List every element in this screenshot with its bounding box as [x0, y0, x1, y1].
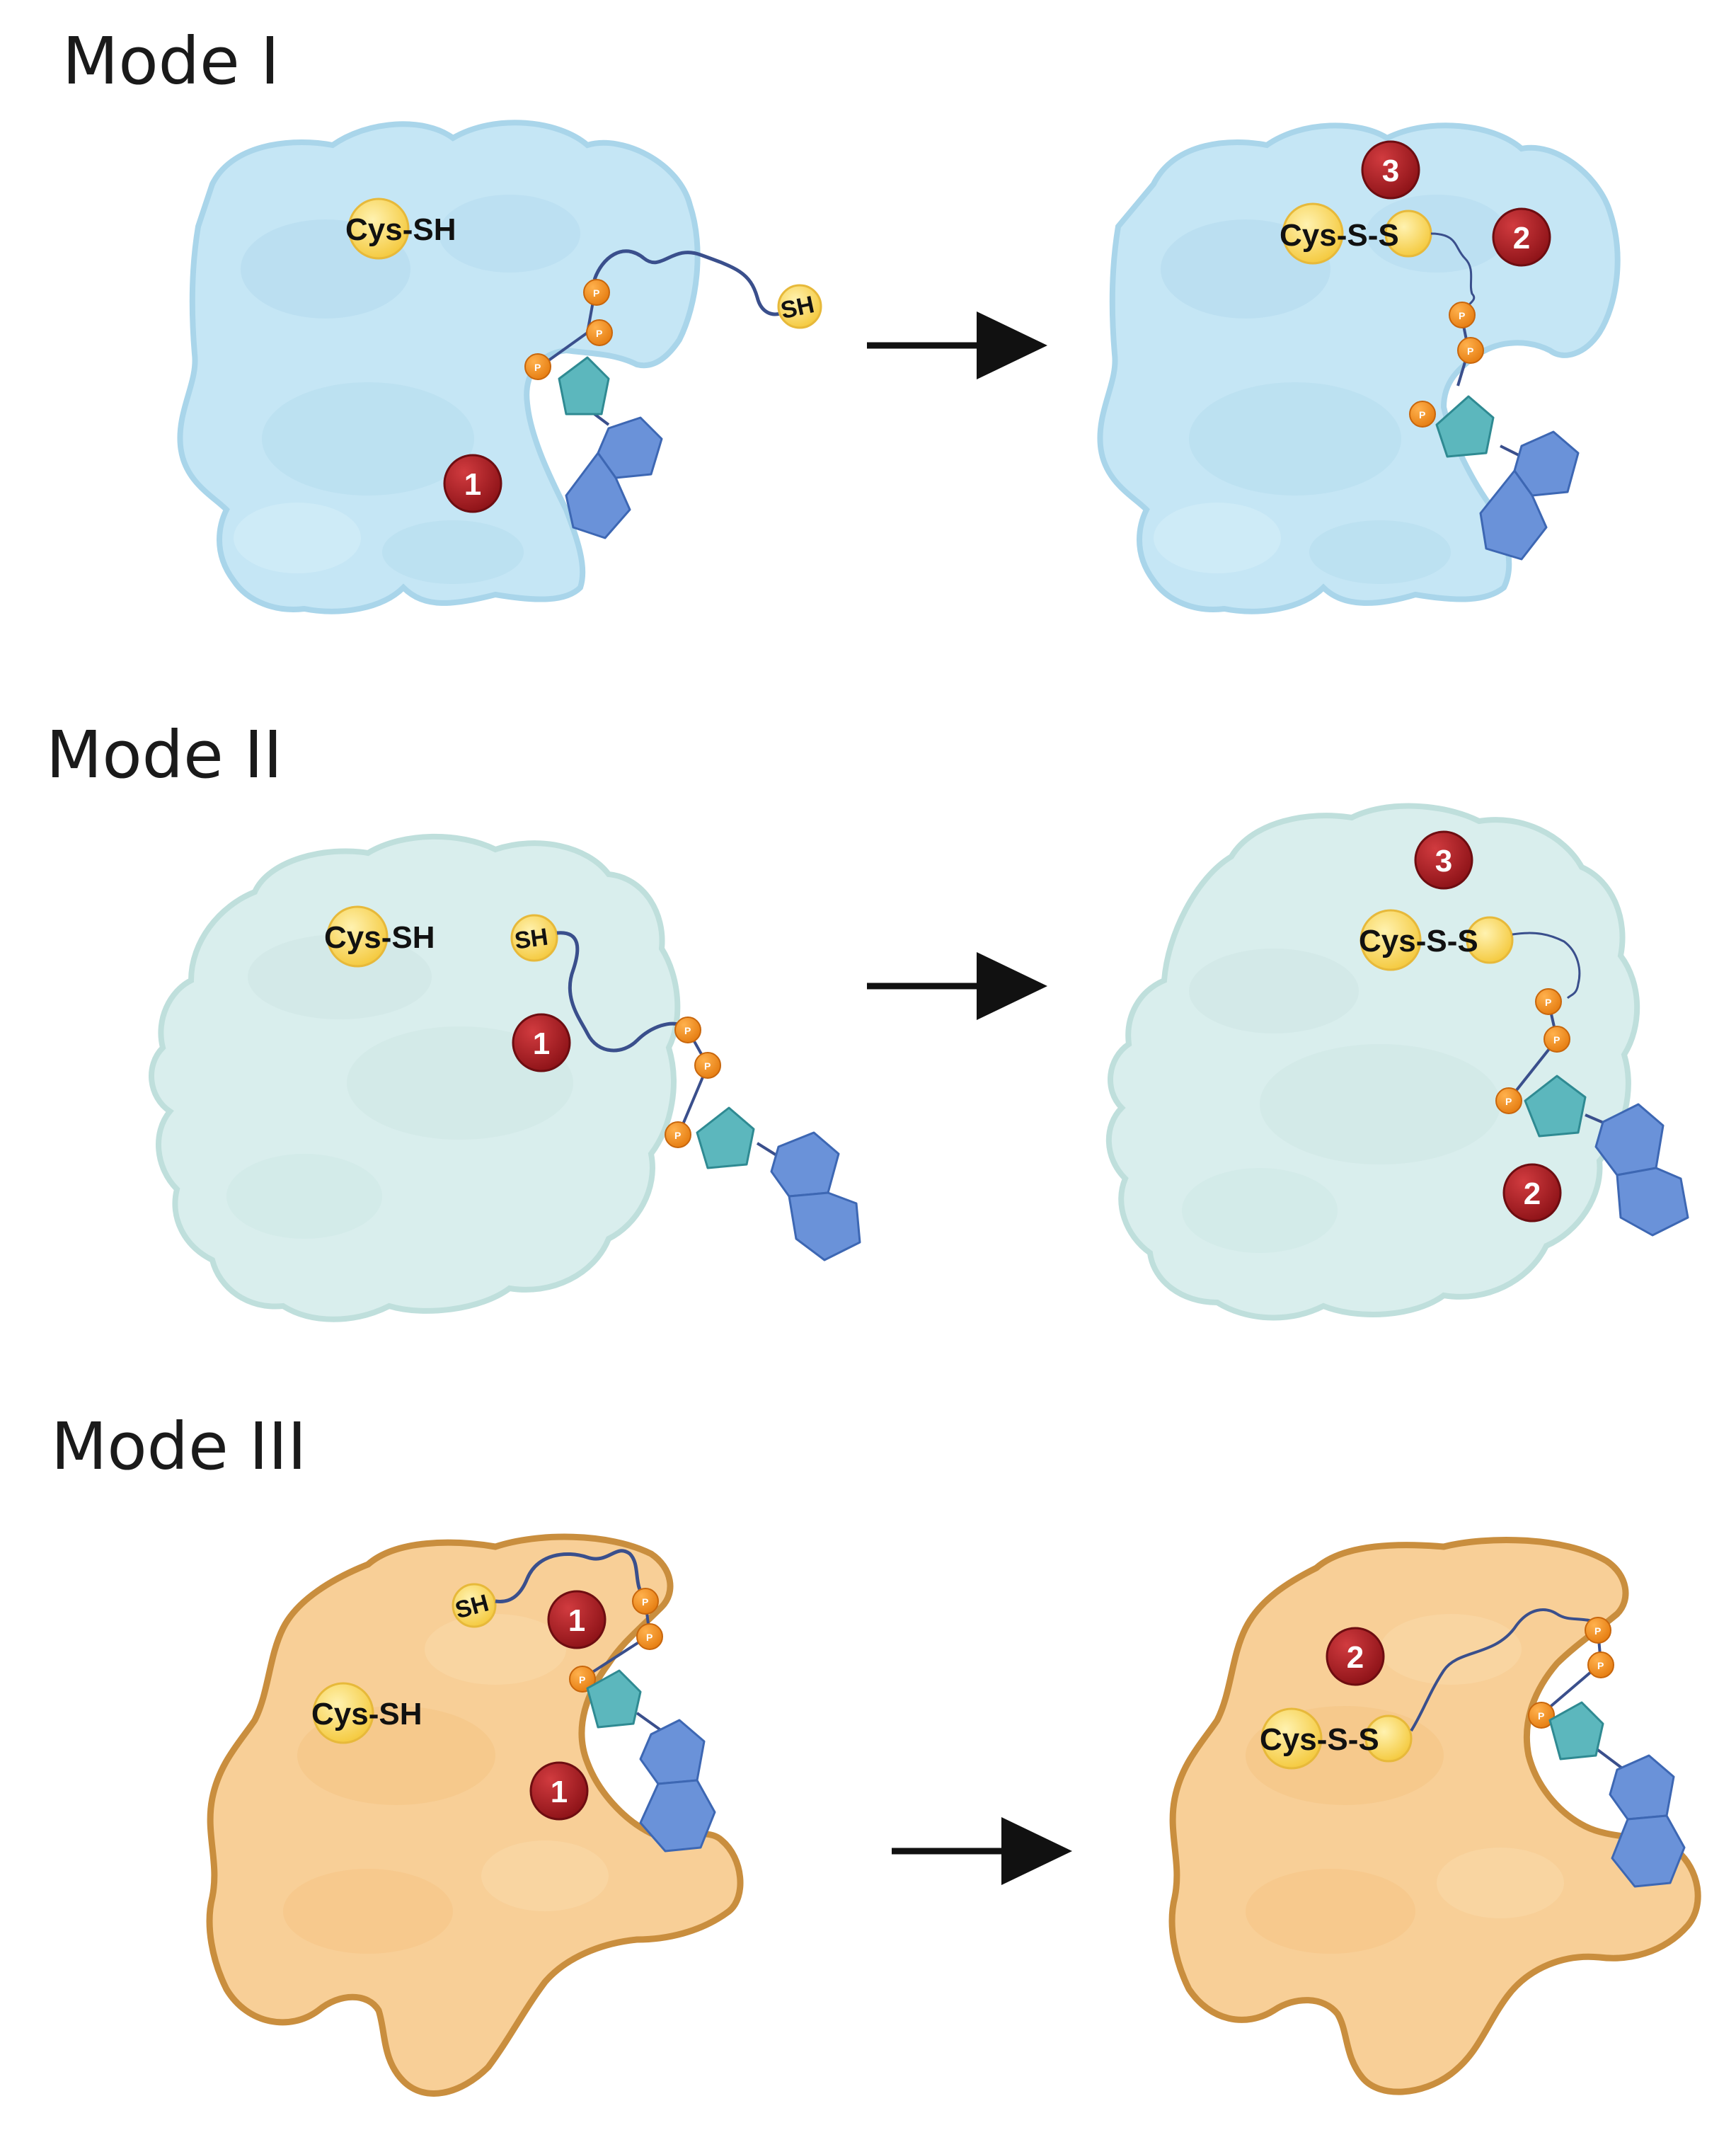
mode-1-after-linker — [1430, 232, 1476, 312]
svg-text:P: P — [596, 328, 602, 339]
svg-text:Cys-S-S: Cys-S-S — [1359, 924, 1478, 958]
svg-text:3: 3 — [1435, 844, 1452, 878]
mode-1-before-cys-sh: Cys-SH — [345, 197, 456, 260]
mode-2-after-protein — [1105, 803, 1640, 1321]
svg-text:P: P — [579, 1674, 585, 1685]
mode-2-before-linker — [556, 931, 684, 1053]
svg-text:1: 1 — [568, 1603, 585, 1638]
mode-2-after-step-marker-2: 2 — [1502, 1163, 1562, 1223]
svg-text:Cys-SH: Cys-SH — [324, 920, 435, 955]
mode-3-right-arrow-icon — [892, 1817, 1072, 1885]
mode-3-before-thiol: SH — [452, 1583, 497, 1628]
mode-1-after-cys-ss: Cys-S-S — [1280, 202, 1432, 265]
mode-2-before-nucleotide-icon: P P P — [665, 1017, 861, 1261]
svg-text:Cys-SH: Cys-SH — [311, 1697, 422, 1731]
svg-text:P: P — [684, 1025, 691, 1036]
mode-3-before-step-marker-1b: 1 — [529, 1761, 589, 1821]
svg-text:2: 2 — [1524, 1176, 1541, 1211]
mode-3-before-nucleotide-icon: P P P — [569, 1588, 716, 1853]
svg-text:Cys-SH: Cys-SH — [345, 212, 456, 247]
mode-3-after-protein — [1168, 1537, 1701, 2095]
svg-text:P: P — [646, 1632, 653, 1643]
svg-text:P: P — [1553, 1034, 1560, 1046]
svg-text:P: P — [674, 1130, 681, 1141]
svg-text:1: 1 — [464, 467, 481, 502]
svg-text:Cys-S-S: Cys-S-S — [1280, 218, 1399, 253]
mode-2-before-protein — [149, 833, 681, 1322]
mode-3-before-protein — [206, 1533, 744, 2097]
mode-2-after-cys-ss: Cys-S-S — [1359, 909, 1514, 971]
mode-1-title: Mode I — [62, 23, 280, 99]
mode-2-after-step-marker-3: 3 — [1414, 830, 1473, 890]
mode-3-before-cys-sh: Cys-SH — [311, 1682, 422, 1744]
mode-1-after-step-marker-2: 2 — [1492, 207, 1551, 267]
mode-2-after-linker — [1512, 932, 1581, 1000]
svg-text:P: P — [1594, 1625, 1601, 1637]
mode-1-after-protein — [1097, 122, 1621, 614]
svg-text:P: P — [1467, 345, 1473, 357]
mode-2-title: Mode II — [46, 717, 282, 793]
svg-text:1: 1 — [533, 1026, 550, 1061]
svg-text:3: 3 — [1382, 154, 1399, 188]
mode-2-before-cys-sh: Cys-SH — [324, 905, 435, 968]
svg-text:P: P — [534, 362, 541, 373]
svg-text:2: 2 — [1347, 1640, 1364, 1675]
svg-text:P: P — [593, 287, 599, 299]
svg-text:P: P — [1419, 409, 1425, 420]
mode-1-before-thiol: SH — [777, 284, 822, 329]
mode-3-after-cys-ss: Cys-S-S — [1260, 1707, 1413, 1770]
mode-2-right-arrow-icon — [867, 952, 1047, 1020]
svg-text:1: 1 — [551, 1775, 568, 1809]
svg-text:2: 2 — [1513, 221, 1530, 256]
mode-3-after-linker — [1410, 1608, 1593, 1732]
mode-3-after-nucleotide-icon: P P P — [1528, 1617, 1686, 1888]
svg-text:P: P — [1597, 1660, 1604, 1671]
svg-text:Cys-S-S: Cys-S-S — [1260, 1722, 1379, 1757]
mode-2-before-thiol: SH — [510, 914, 558, 962]
svg-text:P: P — [704, 1060, 711, 1072]
mode-3-title: Mode III — [51, 1409, 306, 1484]
mode-1-before-protein — [177, 120, 701, 614]
mode-1-before-step-marker-1: 1 — [443, 454, 502, 513]
mode-3-after-step-marker-2: 2 — [1326, 1627, 1385, 1686]
mode-1-right-arrow-icon — [867, 311, 1047, 379]
mode-3-before-linker — [495, 1549, 645, 1604]
svg-text:P: P — [1538, 1710, 1544, 1722]
mode-1-after-nucleotide-icon: P P P — [1409, 302, 1580, 561]
mode-3-before-step-marker-1a: 1 — [547, 1590, 607, 1649]
svg-text:P: P — [1505, 1096, 1512, 1107]
mode-1-before-linker — [592, 249, 787, 316]
mode-1-before-nucleotide-icon: P P P — [524, 279, 663, 539]
svg-text:P: P — [642, 1596, 648, 1608]
mode-2-after-nucleotide-icon: P P P — [1495, 988, 1689, 1237]
mode-1-after-step-marker-3: 3 — [1361, 140, 1420, 200]
svg-text:P: P — [1459, 310, 1465, 321]
mode-2-before-step-marker-1: 1 — [512, 1013, 571, 1072]
svg-text:P: P — [1545, 997, 1551, 1008]
svg-text:SH: SH — [513, 923, 550, 954]
